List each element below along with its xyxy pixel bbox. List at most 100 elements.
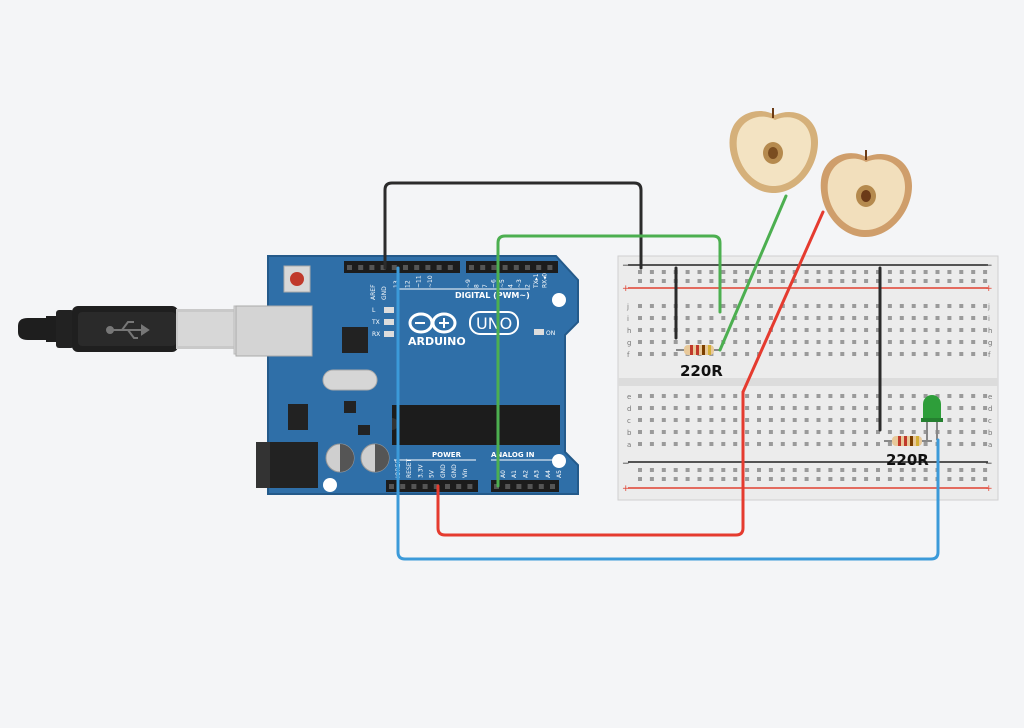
breadboard-hole[interactable] bbox=[792, 279, 797, 283]
breadboard-hole[interactable] bbox=[661, 270, 666, 274]
breadboard-hole[interactable] bbox=[757, 418, 761, 422]
breadboard-hole[interactable] bbox=[780, 418, 785, 422]
breadboard-hole[interactable] bbox=[971, 328, 976, 332]
breadboard-hole[interactable] bbox=[709, 468, 714, 472]
breadboard-hole[interactable] bbox=[804, 468, 809, 472]
breadboard-hole[interactable] bbox=[935, 340, 940, 344]
breadboard-hole[interactable] bbox=[673, 442, 678, 446]
breadboard-hole[interactable] bbox=[745, 340, 750, 344]
breadboard-hole[interactable] bbox=[768, 340, 773, 344]
power-jack[interactable] bbox=[256, 442, 318, 488]
header-pin[interactable] bbox=[491, 265, 497, 270]
breadboard-hole[interactable] bbox=[804, 340, 809, 344]
breadboard-hole[interactable] bbox=[864, 442, 869, 446]
header-pin[interactable] bbox=[358, 265, 364, 270]
breadboard-hole[interactable] bbox=[864, 316, 869, 320]
breadboard-hole[interactable] bbox=[792, 394, 797, 398]
breadboard-hole[interactable] bbox=[935, 270, 940, 274]
header-pin[interactable] bbox=[447, 265, 453, 270]
breadboard-hole[interactable] bbox=[911, 477, 916, 481]
breadboard-hole[interactable] bbox=[983, 418, 988, 422]
breadboard-hole[interactable] bbox=[638, 352, 642, 356]
breadboard-hole[interactable] bbox=[638, 468, 642, 472]
breadboard-hole[interactable] bbox=[864, 352, 869, 356]
breadboard-hole[interactable] bbox=[661, 352, 666, 356]
header-pin[interactable] bbox=[411, 484, 417, 489]
breadboard-hole[interactable] bbox=[792, 304, 797, 308]
breadboard-hole[interactable] bbox=[745, 477, 750, 481]
breadboard-hole[interactable] bbox=[971, 279, 976, 283]
breadboard-hole[interactable] bbox=[757, 477, 761, 481]
breadboard-hole[interactable] bbox=[911, 352, 916, 356]
breadboard-hole[interactable] bbox=[638, 418, 642, 422]
breadboard-hole[interactable] bbox=[638, 328, 642, 332]
apple-half-1[interactable] bbox=[729, 108, 818, 194]
breadboard-hole[interactable] bbox=[828, 442, 833, 446]
breadboard-hole[interactable] bbox=[816, 279, 821, 283]
breadboard-hole[interactable] bbox=[876, 406, 880, 410]
breadboard-hole[interactable] bbox=[959, 418, 964, 422]
breadboard-hole[interactable] bbox=[721, 394, 726, 398]
header-pin[interactable] bbox=[445, 484, 450, 489]
reset-button[interactable] bbox=[283, 265, 311, 293]
breadboard-hole[interactable] bbox=[816, 352, 821, 356]
breadboard-hole[interactable] bbox=[911, 406, 916, 410]
header-pin[interactable] bbox=[536, 265, 542, 270]
breadboard-hole[interactable] bbox=[804, 394, 809, 398]
breadboard-hole[interactable] bbox=[768, 430, 773, 434]
breadboard-hole[interactable] bbox=[757, 340, 761, 344]
resistor-1[interactable] bbox=[676, 345, 720, 355]
header-pin[interactable] bbox=[433, 484, 439, 489]
breadboard-hole[interactable] bbox=[864, 430, 869, 434]
header-pin[interactable] bbox=[525, 265, 530, 270]
breadboard-hole[interactable] bbox=[673, 468, 678, 472]
breadboard-hole[interactable] bbox=[780, 430, 785, 434]
wire-blue-pin13[interactable] bbox=[396, 266, 940, 561]
breadboard-hole[interactable] bbox=[709, 394, 714, 398]
breadboard-hole[interactable] bbox=[876, 442, 880, 446]
breadboard-hole[interactable] bbox=[661, 304, 666, 308]
header-pin[interactable] bbox=[467, 484, 473, 489]
breadboard-hole[interactable] bbox=[780, 352, 785, 356]
breadboard-hole[interactable] bbox=[685, 394, 690, 398]
breadboard-hole[interactable] bbox=[780, 477, 785, 481]
breadboard-hole[interactable] bbox=[983, 352, 988, 356]
breadboard-hole[interactable] bbox=[923, 430, 928, 434]
breadboard-hole[interactable] bbox=[673, 477, 678, 481]
breadboard-hole[interactable] bbox=[733, 406, 738, 410]
breadboard-hole[interactable] bbox=[685, 328, 690, 332]
header-pin[interactable] bbox=[547, 265, 553, 270]
breadboard-hole[interactable] bbox=[911, 316, 916, 320]
breadboard-hole[interactable] bbox=[864, 340, 869, 344]
breadboard-hole[interactable] bbox=[661, 279, 666, 283]
breadboard-hole[interactable] bbox=[923, 340, 928, 344]
breadboard-hole[interactable] bbox=[709, 442, 714, 446]
breadboard-hole[interactable] bbox=[673, 418, 678, 422]
breadboard-hole[interactable] bbox=[733, 468, 738, 472]
breadboard-hole[interactable] bbox=[649, 394, 654, 398]
breadboard-hole[interactable] bbox=[757, 328, 761, 332]
breadboard-hole[interactable] bbox=[911, 394, 916, 398]
breadboard-hole[interactable] bbox=[959, 394, 964, 398]
breadboard-hole[interactable] bbox=[923, 442, 928, 446]
breadboard-hole[interactable] bbox=[638, 270, 642, 274]
breadboard-hole[interactable] bbox=[745, 394, 750, 398]
breadboard-hole[interactable] bbox=[733, 442, 738, 446]
breadboard-hole[interactable] bbox=[876, 270, 880, 274]
breadboard-hole[interactable] bbox=[959, 442, 964, 446]
breadboard-hole[interactable] bbox=[721, 304, 726, 308]
breadboard-hole[interactable] bbox=[852, 406, 857, 410]
breadboard-hole[interactable] bbox=[864, 418, 869, 422]
breadboard-hole[interactable] bbox=[685, 477, 690, 481]
breadboard-hole[interactable] bbox=[780, 340, 785, 344]
breadboard-hole[interactable] bbox=[816, 406, 821, 410]
breadboard-hole[interactable] bbox=[757, 279, 761, 283]
breadboard-hole[interactable] bbox=[971, 316, 976, 320]
breadboard-hole[interactable] bbox=[745, 328, 750, 332]
breadboard-hole[interactable] bbox=[745, 279, 750, 283]
header-pin[interactable] bbox=[494, 484, 499, 489]
header-pin[interactable] bbox=[380, 265, 386, 270]
breadboard-hole[interactable] bbox=[816, 468, 821, 472]
breadboard-hole[interactable] bbox=[947, 442, 952, 446]
breadboard-hole[interactable] bbox=[983, 442, 988, 446]
